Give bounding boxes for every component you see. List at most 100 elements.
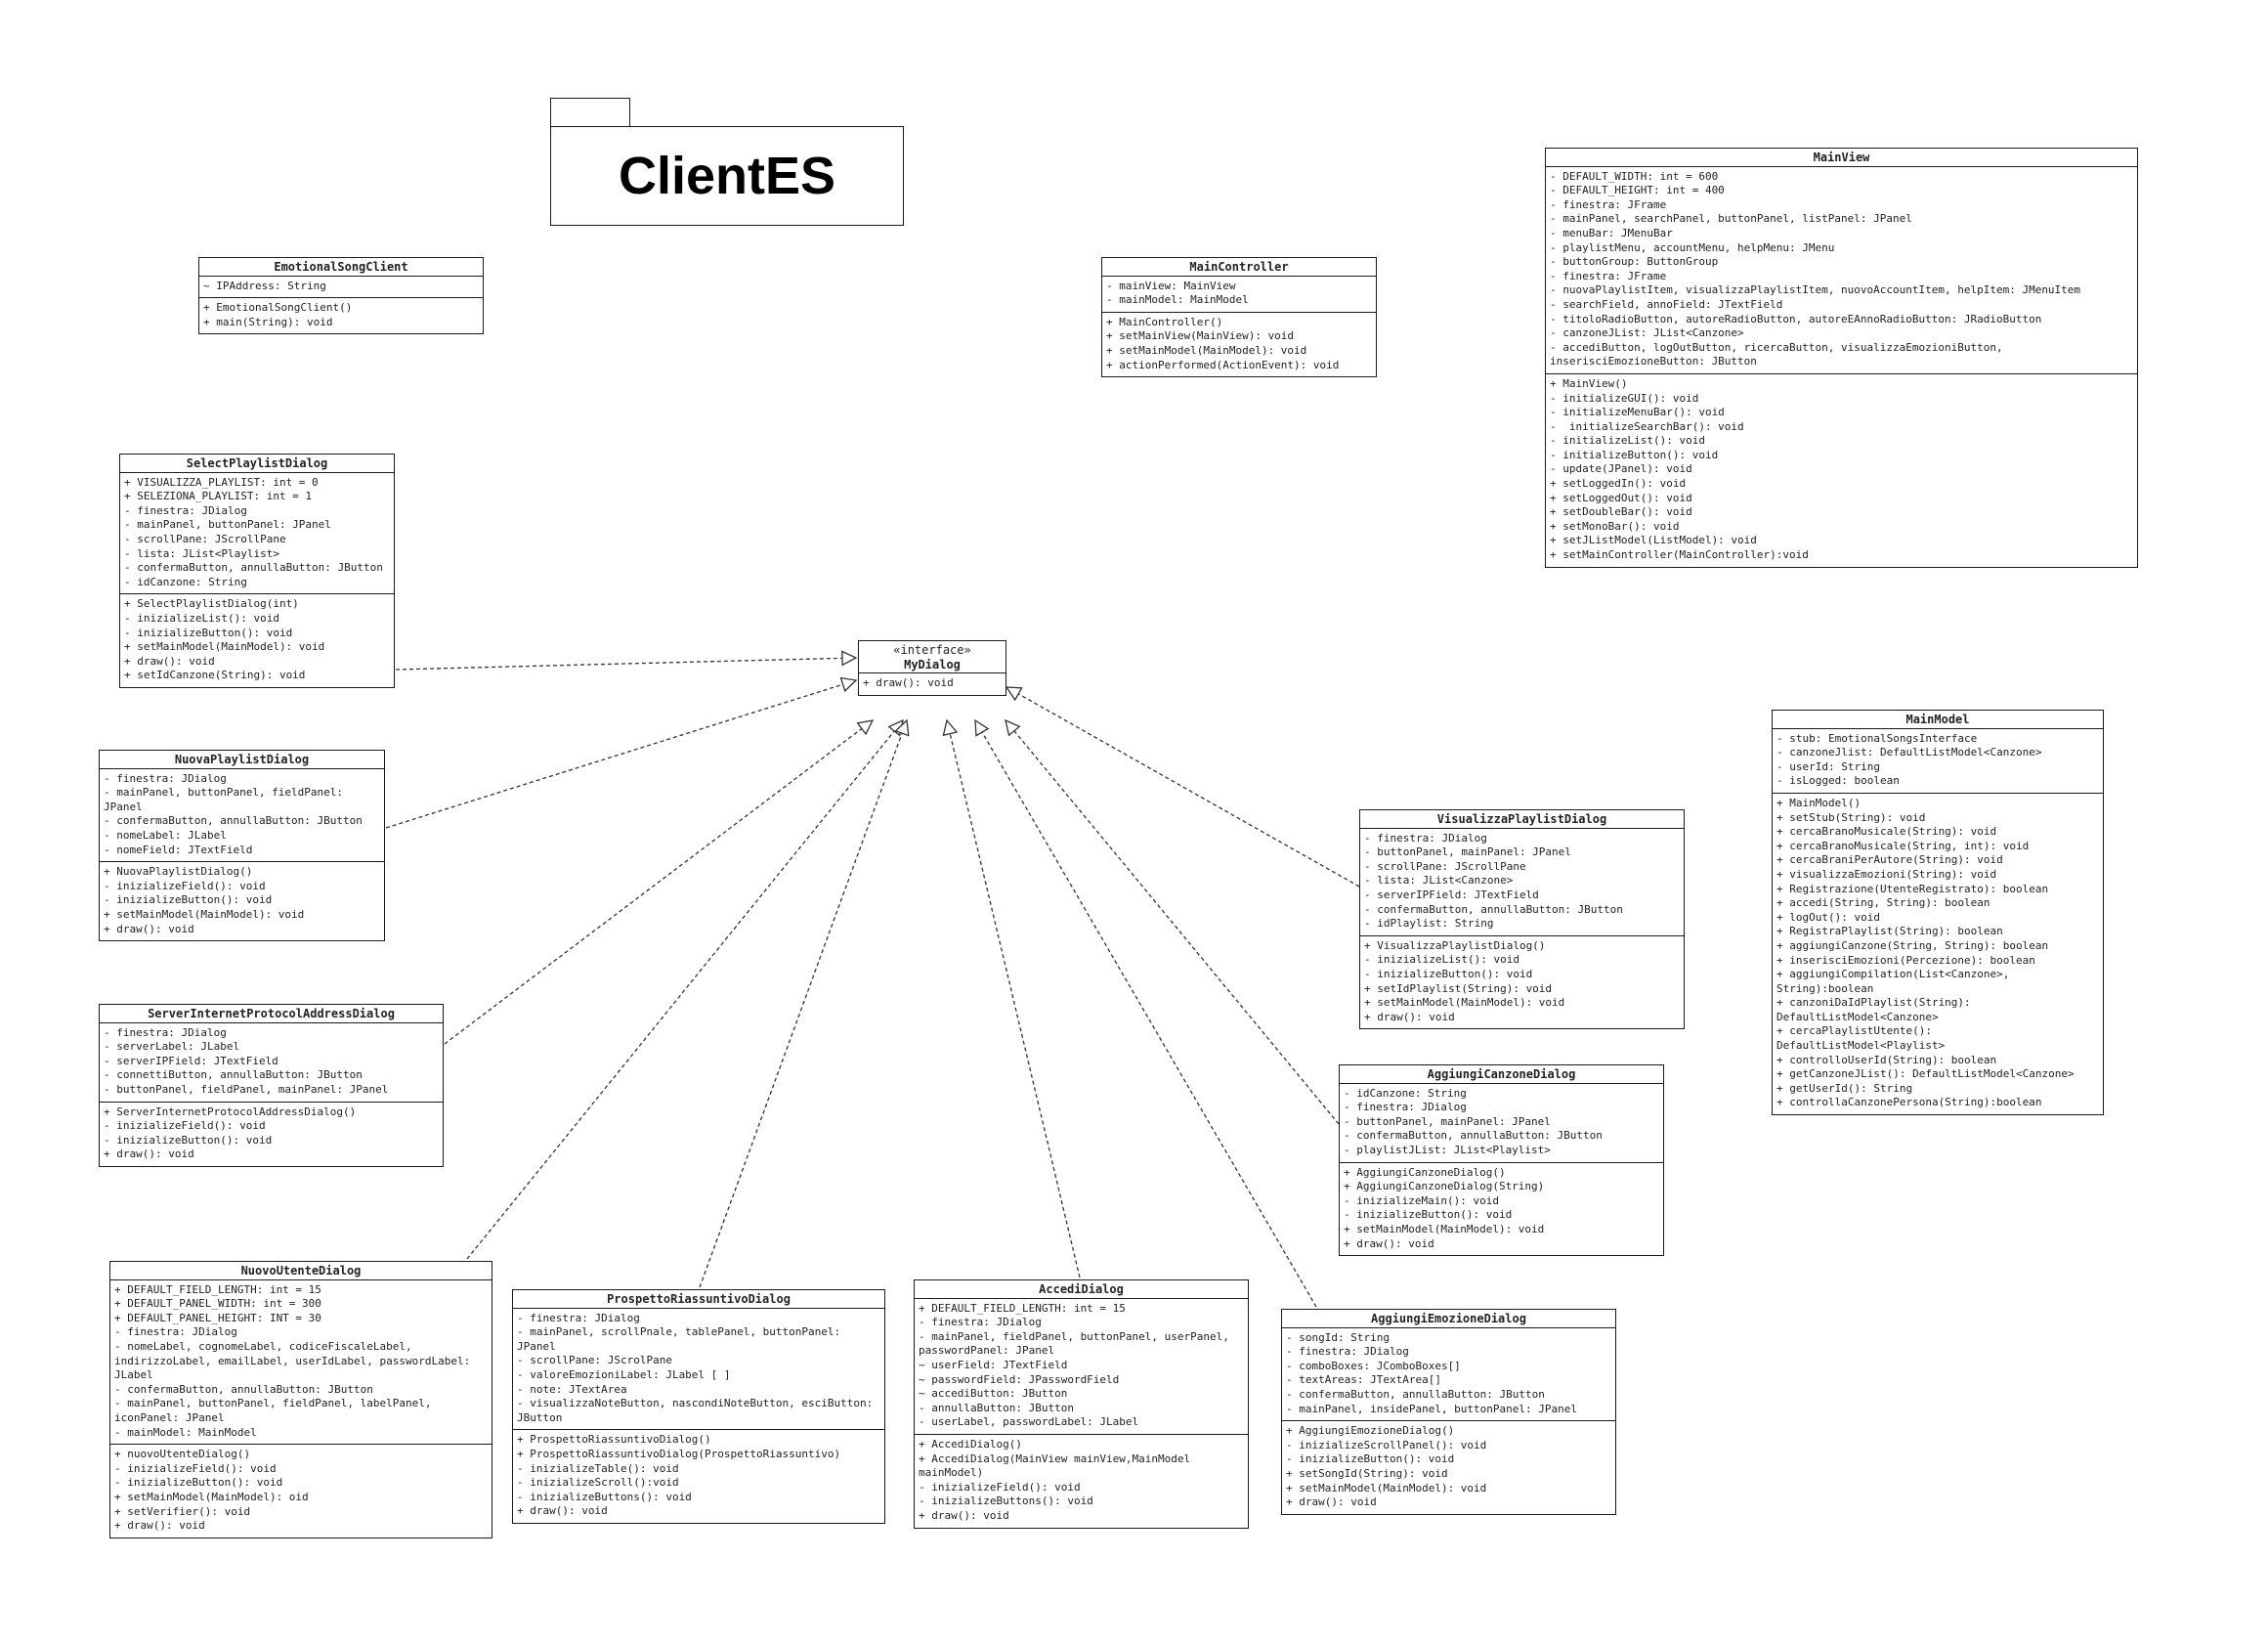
attribute-row: - mainPanel, insidePanel, buttonPanel: J… <box>1286 1402 1578 1415</box>
attribute-row: - mainView: MainView <box>1106 279 1236 292</box>
attribute-row: - buttonPanel, mainPanel: JPanel <box>1344 1114 1551 1128</box>
method-row: + setMainModel(MainModel): oid <box>114 1490 309 1503</box>
attribute-row: + DEFAULT_FIELD_LENGTH: int = 15 <box>919 1301 1126 1315</box>
method-row: + nuovoUtenteDialog() <box>114 1448 251 1461</box>
method-row: - initializeGUI(): void <box>1550 391 1699 405</box>
realization-ProspettoRiassuntivoDialog <box>699 718 910 1288</box>
attribute-row: - confermaButton, annullaButton: JButton <box>1364 902 1623 916</box>
methods-section: + AccediDialog()+ AccediDialog(MainView … <box>915 1433 1248 1528</box>
dashed-line <box>699 732 903 1288</box>
attribute-row: - finestra: JDialog <box>919 1316 1042 1329</box>
class-name-text: AggiungiEmozioneDialog <box>1371 1312 1526 1325</box>
realization-NuovoUtenteDialog <box>466 718 904 1260</box>
realization-SelectPlaylistDialog <box>395 650 858 671</box>
class-ServerInternetProtocolAddressDialog: ServerInternetProtocolAddressDialog- fin… <box>99 1004 444 1167</box>
method-row: + accedi(String, String): boolean <box>1776 896 1990 910</box>
method-row: + draw(): void <box>104 922 194 935</box>
attributes-section: - finestra: JDialog- buttonPanel, mainPa… <box>1360 829 1684 935</box>
class-MainView: MainView- DEFAULT_WIDTH: int = 600- DEFA… <box>1545 148 2138 568</box>
attribute-row: - scrollPane: JScrollPane <box>1364 859 1526 873</box>
method-row: - inizializeButton(): void <box>1286 1452 1455 1466</box>
method-row: + EmotionalSongClient() <box>203 301 353 315</box>
attribute-row: - DEFAULT_WIDTH: int = 600 <box>1550 169 1719 183</box>
attribute-row: - stub: EmotionalSongsInterface <box>1776 731 1978 745</box>
class-name-text: SelectPlaylistDialog <box>186 456 328 470</box>
attribute-row: - scrollPane: JScrollPane <box>124 532 286 545</box>
attribute-row: - finestra: JFrame <box>1550 269 1667 282</box>
attributes-section: - songId: String- finestra: JDialog- com… <box>1282 1328 1615 1421</box>
method-row: - inizializeList(): void <box>1364 953 1519 967</box>
attributes-section: + VISUALIZZA_PLAYLIST: int = 0+ SELEZION… <box>120 473 394 594</box>
attribute-row: - idPlaylist: String <box>1364 917 1494 931</box>
dashed-line <box>385 683 843 829</box>
method-row: - inizializeField(): void <box>104 1119 266 1133</box>
hollow-arrowhead <box>839 676 858 693</box>
stereotype-label: «interface» <box>893 643 971 657</box>
methods-section: + MainController()+ setMainView(MainView… <box>1102 311 1376 376</box>
attribute-row: - searchField, annoField: JTextField <box>1550 297 1783 311</box>
attributes-section: + DEFAULT_FIELD_LENGTH: int = 15+ DEFAUL… <box>110 1280 492 1445</box>
class-ProspettoRiassuntivoDialog: ProspettoRiassuntivoDialog- finestra: JD… <box>512 1289 885 1524</box>
attribute-row: ~ accediButton: JButton <box>919 1387 1068 1401</box>
class-MyDialog: «interface»MyDialog+ draw(): void <box>858 640 1006 696</box>
attribute-row: - confermaButton, annullaButton: JButton <box>114 1382 373 1396</box>
method-row: + NuovaPlaylistDialog() <box>104 865 253 879</box>
attribute-row: - isLogged: boolean <box>1776 774 1900 788</box>
class-name-text: EmotionalSongClient <box>274 260 408 274</box>
method-row: + setLoggedIn(): void <box>1550 477 1687 491</box>
method-row: + inserisciEmozioni(Percezione): boolean <box>1776 953 2035 967</box>
method-row: + cercaBranoMusicale(String): void <box>1776 825 1997 839</box>
method-row: + controllaCanzonePersona(String):boolea… <box>1776 1096 2042 1109</box>
method-row: + setMainModel(MainModel): void <box>104 907 305 921</box>
method-row: + setMainModel(MainModel): void <box>1286 1481 1487 1494</box>
method-row: - inizializeMain(): void <box>1344 1193 1499 1207</box>
class-name: AccediDialog <box>915 1280 1248 1299</box>
attribute-row: + DEFAULT_PANEL_WIDTH: int = 300 <box>114 1297 321 1311</box>
method-row: + MainModel() <box>1776 796 1861 809</box>
attribute-row: - mainModel: MainModel <box>1106 293 1249 307</box>
class-AccediDialog: AccediDialog+ DEFAULT_FIELD_LENGTH: int … <box>914 1279 1249 1529</box>
attribute-row: - idCanzone: String <box>124 575 247 588</box>
attribute-row: ~ passwordField: JPasswordField <box>919 1372 1120 1386</box>
methods-section: + MainView()- initializeGUI(): void- ini… <box>1546 372 2137 567</box>
method-row: - inizializeButton(): void <box>114 1476 283 1490</box>
method-row: - initializeSearchBar(): void <box>1550 419 1744 433</box>
class-AggiungiCanzoneDialog: AggiungiCanzoneDialog- idCanzone: String… <box>1339 1064 1664 1257</box>
class-name-text: AggiungiCanzoneDialog <box>1427 1067 1576 1081</box>
attributes-section: - finestra: JDialog- serverLabel: JLabel… <box>100 1023 443 1102</box>
attribute-row: - finestra: JDialog <box>1364 831 1487 845</box>
method-row: + draw(): void <box>104 1148 194 1161</box>
realization-ServerInternetProtocolAddressDialog <box>444 719 875 1045</box>
methods-section: + MainModel()+ setStub(String): void+ ce… <box>1773 792 2103 1114</box>
attribute-row: - buttonPanel, mainPanel: JPanel <box>1364 845 1571 859</box>
method-row: + setVerifier(): void <box>114 1504 251 1518</box>
attribute-row: - serverIPField: JTextField <box>104 1054 278 1067</box>
attribute-row: - finestra: JDialog <box>114 1325 237 1339</box>
attribute-row: - comboBoxes: JComboBoxes[] <box>1286 1359 1461 1372</box>
attribute-row: - connettiButton, annullaButton: JButton <box>104 1068 363 1082</box>
attribute-row: - visualizzaNoteButton, nascondiNoteButt… <box>517 1397 879 1424</box>
method-row: + cercaBranoMusicale(String, int): void <box>1776 839 2030 852</box>
method-row: + AggiungiEmozioneDialog() <box>1286 1424 1455 1438</box>
method-row: + getUserId(): String <box>1776 1081 1913 1095</box>
attribute-row: - mainPanel, searchPanel, buttonPanel, l… <box>1550 212 1912 226</box>
dashed-line <box>949 733 1081 1278</box>
realization-NuovaPlaylistDialog <box>385 676 858 829</box>
method-row: + setLoggedOut(): void <box>1550 491 1692 504</box>
class-name: EmotionalSongClient <box>199 258 483 277</box>
methods-section: + draw(): void <box>859 673 1006 695</box>
method-row: + logOut(): void <box>1776 910 1880 924</box>
attributes-section: + DEFAULT_FIELD_LENGTH: int = 15- finest… <box>915 1299 1248 1434</box>
class-name-text: MainModel <box>1905 713 1970 726</box>
method-row: + draw(): void <box>517 1504 608 1518</box>
method-row: + setSongId(String): void <box>1286 1466 1448 1480</box>
attribute-row: - mainPanel, buttonPanel, fieldPanel, la… <box>114 1397 439 1424</box>
attributes-section: - DEFAULT_WIDTH: int = 600- DEFAULT_HEIG… <box>1546 167 2137 373</box>
attribute-row: - finestra: JDialog <box>517 1311 640 1324</box>
method-row: + setDoubleBar(): void <box>1550 505 1692 519</box>
method-row: + setMainModel(MainModel): void <box>1106 343 1307 357</box>
class-name-text: NuovaPlaylistDialog <box>174 753 310 766</box>
method-row: + controlloUserId(String): boolean <box>1776 1053 1997 1066</box>
package-tab <box>550 98 630 127</box>
